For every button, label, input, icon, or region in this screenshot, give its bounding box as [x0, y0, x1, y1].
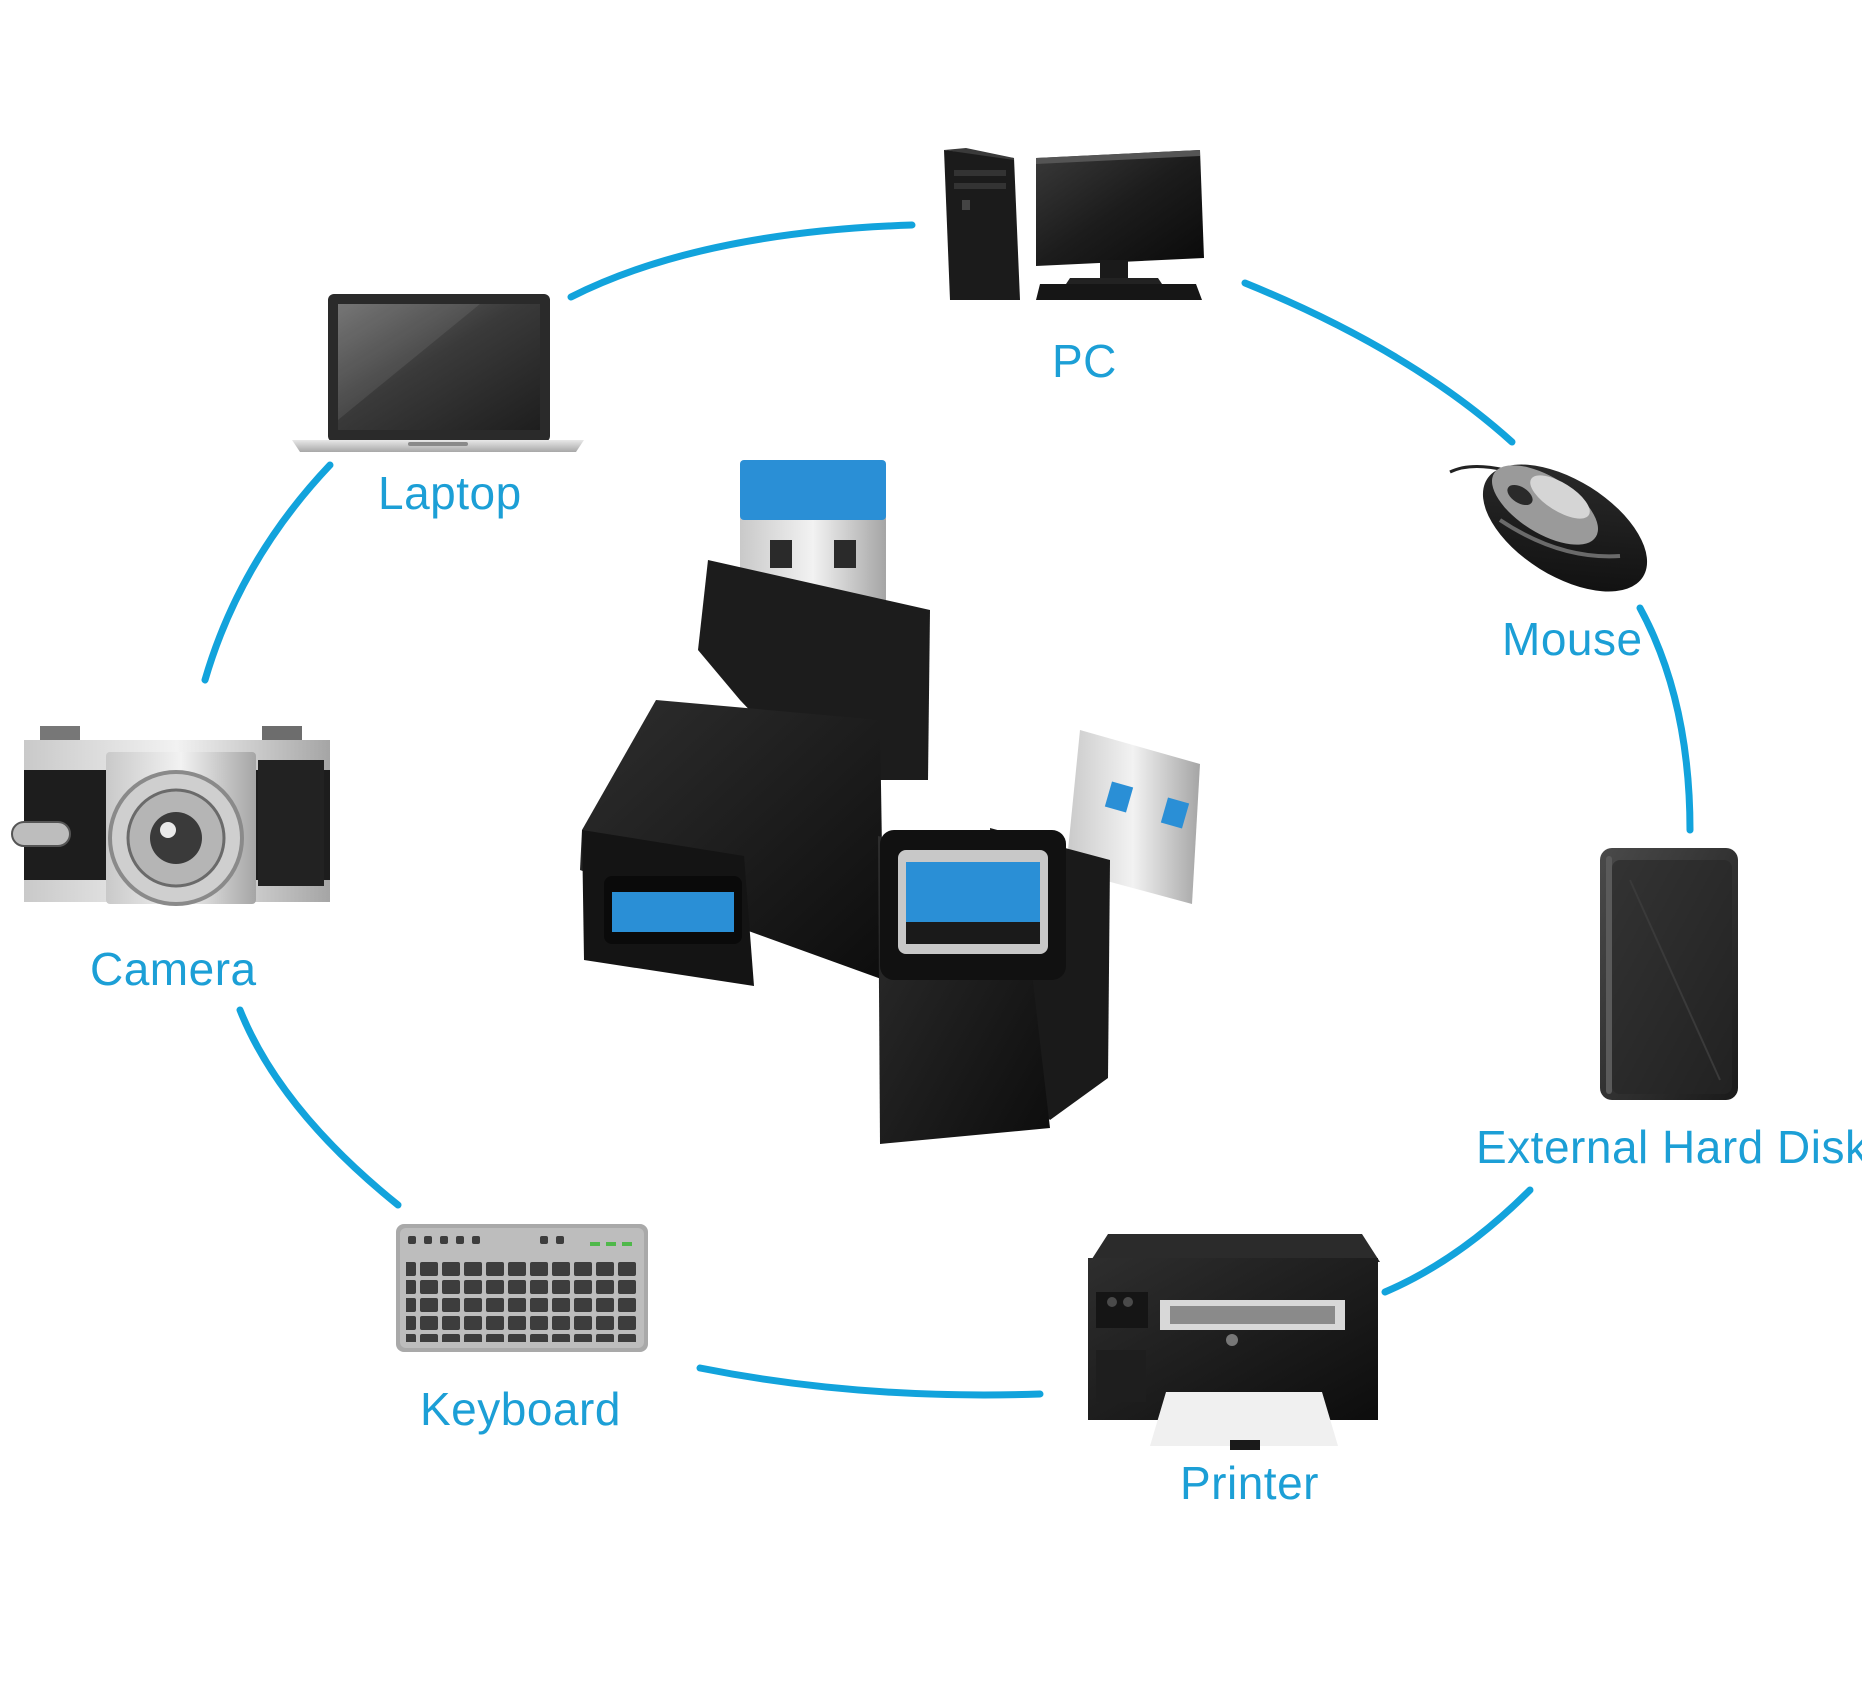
arc-camera-laptop — [201, 461, 334, 684]
label-external-hard-disk: External Hard Disk — [1476, 1121, 1862, 1173]
label-keyboard: Keyboard — [420, 1383, 621, 1435]
label-mouse: Mouse — [1502, 613, 1643, 665]
camera-icon — [11, 726, 330, 906]
arc-printer-keyboard — [696, 1364, 1044, 1399]
label-printer: Printer — [1180, 1457, 1319, 1509]
external-hard-disk-icon — [1600, 848, 1738, 1100]
arc-keyboard-camera — [236, 1006, 402, 1209]
label-pc: PC — [1052, 335, 1117, 387]
desktop-pc-icon — [944, 148, 1204, 300]
arc-laptop-pc — [567, 221, 916, 301]
laptop-icon — [292, 294, 584, 452]
connector-ring — [201, 221, 1694, 1399]
printer-icon — [1088, 1234, 1380, 1450]
usb-3-right-angle-adapter-pair — [580, 460, 1200, 1144]
keyboard-icon — [396, 1224, 648, 1352]
arc-mouse-hdd — [1636, 604, 1694, 834]
arc-hdd-printer — [1381, 1186, 1534, 1296]
label-camera: Camera — [90, 943, 257, 995]
arc-pc-mouse — [1241, 279, 1516, 446]
label-laptop: Laptop — [378, 467, 522, 519]
mouse-icon — [1449, 464, 1648, 592]
